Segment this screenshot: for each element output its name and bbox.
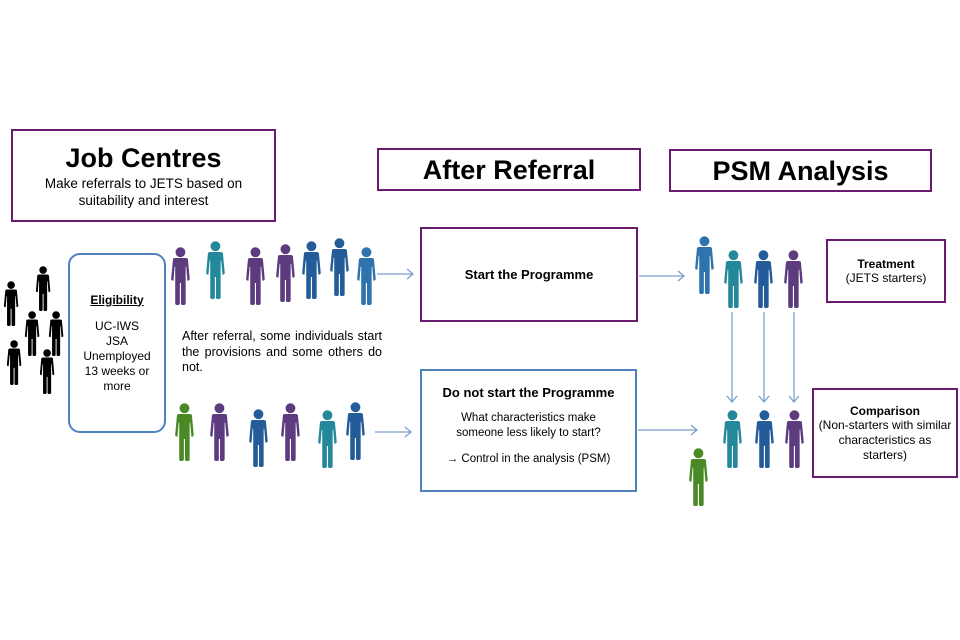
comparison-box: Comparison (Non-starters with similar ch…: [812, 388, 958, 478]
not-start-question: What characteristics make someone less l…: [456, 412, 601, 439]
after-referral-title: After Referral: [422, 154, 596, 185]
treatment-subtitle: (JETS starters): [845, 270, 927, 285]
psm-analysis-header: PSM Analysis: [669, 149, 932, 192]
treatment-title: Treatment: [857, 256, 915, 271]
comparison-subtitle: (Non-starters with similar characteristi…: [818, 417, 952, 462]
person-icon: [302, 241, 321, 299]
person-icon: [724, 250, 743, 308]
person-icon: [39, 349, 55, 394]
person-icon: [206, 241, 225, 299]
eligibility-line: JSA: [105, 333, 128, 348]
psm-analysis-title: PSM Analysis: [712, 155, 889, 186]
treatment-box: Treatment (JETS starters): [826, 239, 946, 303]
arrow-to-comparison: [638, 424, 699, 436]
job-centres-box: Job Centres Make referrals to JETS based…: [11, 129, 276, 222]
person-icon: [249, 409, 268, 467]
person-icon: [754, 250, 773, 308]
eligibility-line: Unemployed: [83, 348, 151, 363]
start-programme-box: Start the Programme: [420, 227, 638, 322]
person-icon: [346, 402, 365, 460]
eligibility-heading: Eligibility: [90, 292, 144, 307]
person-icon: [276, 244, 295, 302]
person-icon: [281, 403, 300, 461]
person-icon: [723, 410, 742, 468]
arrow-to-start: [377, 268, 415, 280]
person-icon: [48, 311, 64, 356]
after-referral-header: After Referral: [377, 148, 641, 191]
eligibility-line: more: [103, 378, 131, 393]
person-icon: [357, 247, 376, 305]
person-icon: [755, 410, 774, 468]
job-centres-title: Job Centres: [65, 142, 222, 173]
start-programme-label: Start the Programme: [464, 267, 594, 282]
eligibility-line: UC-IWS: [95, 318, 139, 333]
person-icon: [210, 403, 229, 461]
not-start-programme-box: Do not start the Programme What characte…: [420, 369, 637, 492]
person-icon: [246, 247, 265, 305]
arrow-to-treatment: [639, 270, 686, 282]
eligibility-line: 13 weeks or: [84, 363, 150, 378]
person-icon: [24, 311, 40, 356]
match-arrow-2: [758, 312, 770, 404]
job-centres-subtitle: Make referrals to JETS based on suitabil…: [44, 175, 243, 208]
person-icon: [695, 236, 714, 294]
person-icon: [330, 238, 349, 296]
not-start-title: Do not start the Programme: [442, 385, 615, 400]
match-arrow-1: [726, 312, 738, 404]
comparison-title: Comparison: [849, 403, 920, 418]
person-icon: [35, 266, 51, 311]
person-icon: [784, 250, 803, 308]
person-icon: [175, 403, 194, 461]
person-icon: [785, 410, 804, 468]
arrow-to-not-start: [375, 426, 413, 438]
eligibility-box: Eligibility UC-IWS JSA Unemployed 13 wee…: [68, 253, 166, 433]
person-icon: [318, 410, 337, 468]
person-icon: [171, 247, 190, 305]
match-arrow-3: [788, 312, 800, 404]
referral-description: After referral, some individuals start t…: [182, 329, 382, 374]
not-start-control: → Control in the analysis (PSM): [446, 453, 611, 465]
person-icon: [3, 281, 19, 326]
person-icon: [6, 340, 22, 385]
person-icon: [689, 448, 708, 506]
